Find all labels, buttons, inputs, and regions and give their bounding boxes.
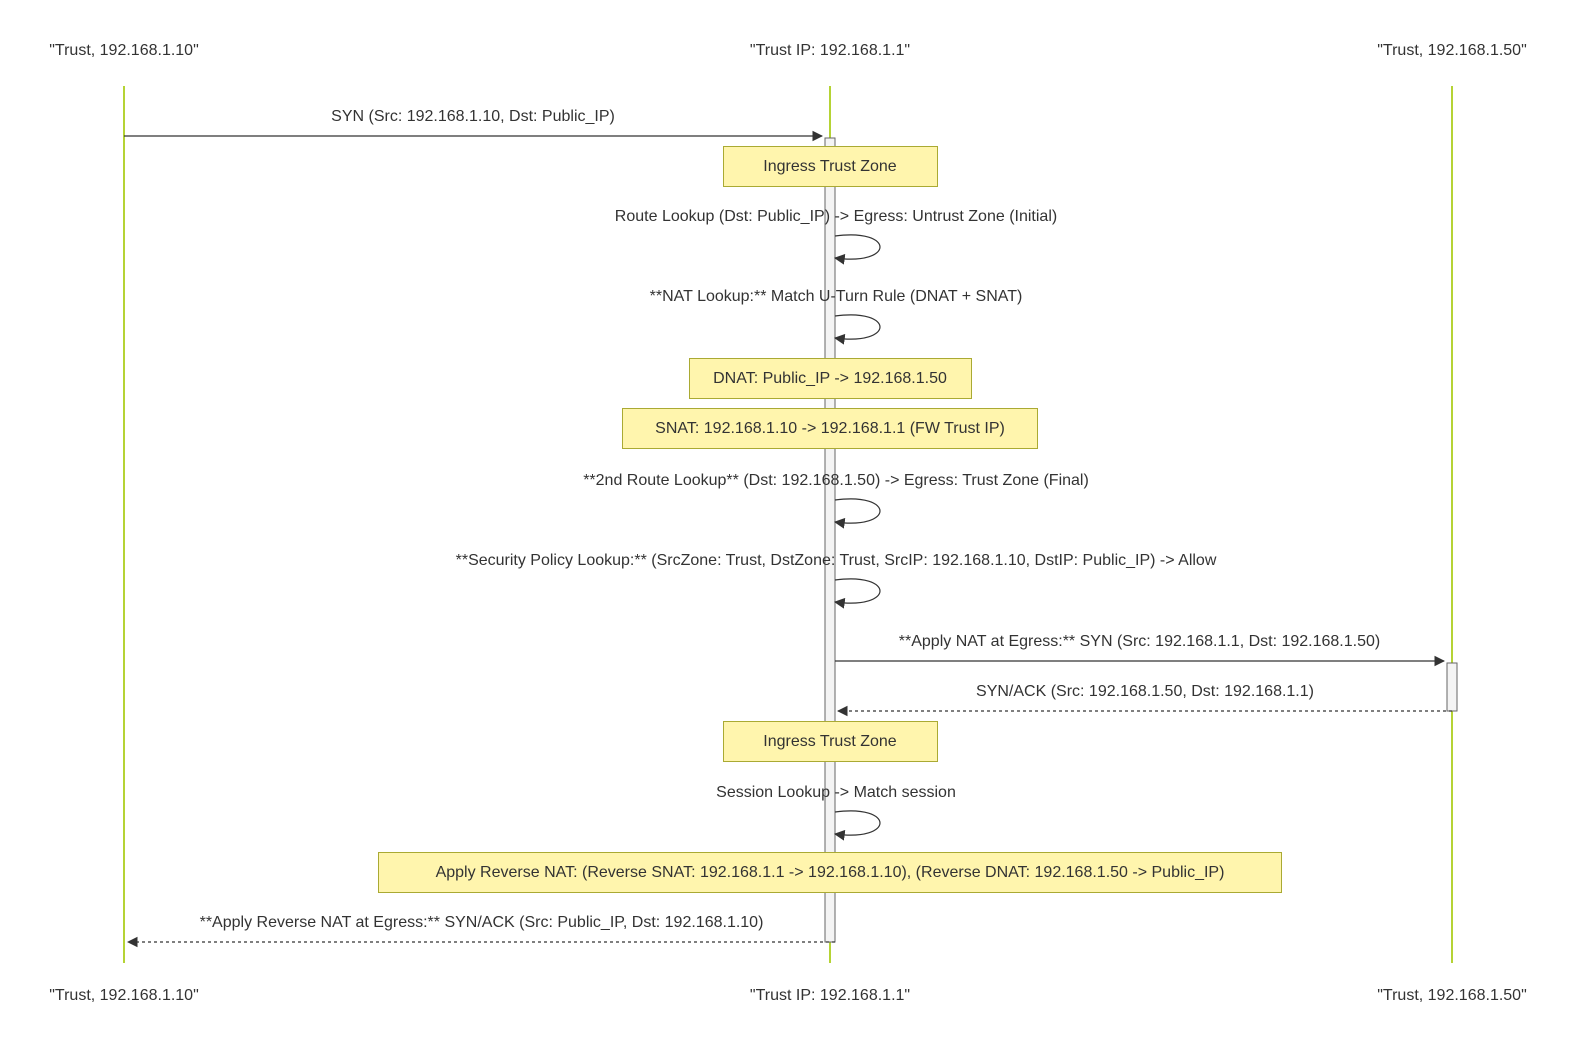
- message-label-9: SYN/ACK (Src: 192.168.1.50, Dst: 192.168…: [976, 683, 1314, 700]
- self-arrow-6: [833, 498, 881, 529]
- activation-bar-fw: [824, 137, 836, 943]
- self-arrow-2: [833, 234, 881, 265]
- activation-bar-server: [1446, 662, 1458, 712]
- self-arrow-7: [833, 578, 881, 609]
- note-1: Ingress Trust Zone: [722, 146, 938, 187]
- message-label-0: SYN (Src: 192.168.1.10, Dst: Public_IP): [331, 108, 615, 125]
- self-message-label-2: Route Lookup (Dst: Public_IP) -> Egress:…: [614, 208, 1058, 225]
- self-arrow-11: [833, 810, 881, 841]
- note-10: Ingress Trust Zone: [722, 721, 938, 762]
- self-message-label-6: **2nd Route Lookup** (Dst: 192.168.1.50)…: [583, 472, 1089, 489]
- actor-label-top-client: "Trust, 192.168.1.10": [49, 42, 199, 59]
- message-label-8: **Apply NAT at Egress:** SYN (Src: 192.1…: [898, 633, 1381, 650]
- self-message-label-3: **NAT Lookup:** Match U-Turn Rule (DNAT …: [649, 288, 1023, 305]
- note-5: SNAT: 192.168.1.10 -> 192.168.1.1 (FW Tr…: [622, 408, 1038, 449]
- note-12: Apply Reverse NAT: (Reverse SNAT: 192.16…: [378, 852, 1282, 893]
- actor-label-bottom-client: "Trust, 192.168.1.10": [49, 987, 199, 1004]
- actor-label-top-server: "Trust, 192.168.1.50": [1377, 42, 1527, 59]
- message-label-13: **Apply Reverse NAT at Egress:** SYN/ACK…: [199, 914, 764, 931]
- actor-label-bottom-server: "Trust, 192.168.1.50": [1377, 987, 1527, 1004]
- actor-label-top-fw: "Trust IP: 192.168.1.1": [749, 42, 911, 59]
- self-message-label-7: **Security Policy Lookup:** (SrcZone: Tr…: [455, 552, 1217, 569]
- self-arrow-3: [833, 314, 881, 345]
- actor-label-bottom-fw: "Trust IP: 192.168.1.1": [749, 987, 911, 1004]
- self-message-label-11: Session Lookup -> Match session: [716, 784, 956, 801]
- note-4: DNAT: Public_IP -> 192.168.1.50: [688, 358, 972, 399]
